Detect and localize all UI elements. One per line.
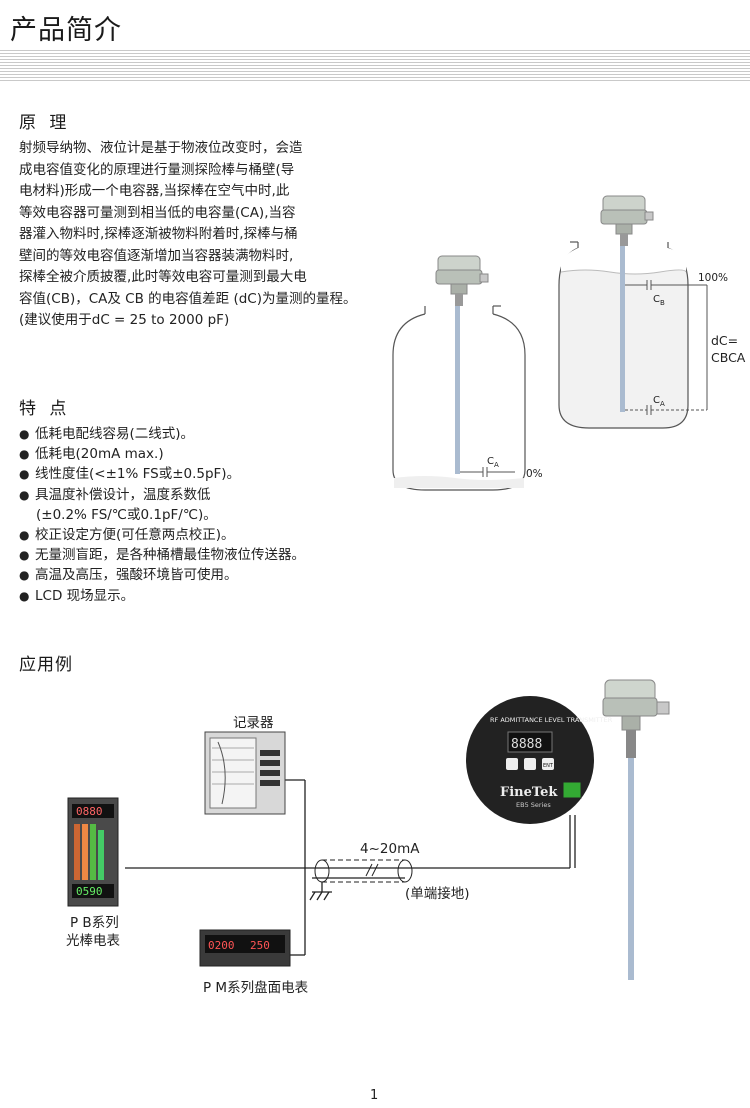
dc-formula-line2: CBCA	[711, 350, 746, 365]
feature-item: ●校正设定方便(可任意两点校正)。	[19, 525, 305, 545]
pb-series-label: P B系列	[70, 915, 119, 931]
empty-level-label: 0%	[526, 468, 543, 480]
principle-line: (建议使用于dC = 25 to 2000 pF)	[19, 312, 230, 328]
dc-formula-line1: dC=	[711, 333, 738, 348]
principle-line: 电材料)形成一个电容器,当探棒在空气中时,此	[19, 183, 290, 199]
pb-bottom-display: 0590	[76, 885, 103, 898]
principle-line: 探棒全被介质披覆,此时等效电容可量测到最大电	[19, 269, 307, 285]
brand-logo: FineTek	[500, 785, 558, 800]
bullet: ●	[19, 427, 30, 441]
svg-text:ENT: ENT	[543, 763, 554, 769]
pm-panel-meter: 0200 250	[199, 929, 291, 967]
pm-display-right: 250	[250, 939, 270, 952]
capacitor-ca-right	[625, 405, 707, 415]
model-label: EB5 Series	[516, 801, 551, 809]
feature-item: ●无量测盲距，是各种桶槽最佳物液位传送器。	[19, 545, 305, 565]
features-heading: 特 点	[19, 399, 71, 419]
principle-line: 成电容值变化的原理进行量测探险棒与桶壁(导	[19, 161, 295, 178]
feature-item: ●具温度补偿设计，温度系数低	[19, 485, 305, 505]
bullet: ●	[19, 487, 30, 502]
capacitor-cb	[625, 280, 707, 290]
ground-icon	[309, 882, 332, 901]
ca-label-right: CA	[653, 395, 665, 408]
probe-left	[435, 255, 489, 474]
features-list: ●低耗电配线容易(二线式)。 ●低耗电(20mA max.) ●线性度佳(<±1…	[19, 424, 305, 606]
bullet: ●	[19, 467, 30, 482]
shielded-cable	[314, 859, 413, 883]
rf-transmitter: 8888 ENT RF ADMITTANCE LEVEL TRANSMITTER…	[466, 696, 613, 824]
feature-item: ●LCD 现场显示。	[19, 586, 305, 606]
full-level-label: 100%	[698, 272, 728, 284]
principle-heading: 原 理	[19, 113, 71, 133]
empty-tank	[392, 305, 526, 491]
pb-bargraph-meter: 0880 0590	[67, 797, 119, 907]
principle-paragraph: 射频导纳物、液位计是基于物液位改变时，会造 成电容值变化的原理进行量测探险棒与桶…	[19, 138, 389, 332]
pb-top-display: 0880	[76, 805, 103, 818]
feature-item: ●高温及高压，强酸环境皆可使用。	[19, 565, 305, 585]
application-heading: 应用例	[19, 655, 73, 675]
ground-label: (单端接地)	[405, 886, 470, 902]
cb-label: CB	[653, 294, 665, 307]
title-divider-stripes	[0, 50, 750, 82]
feature-item-continuation: (±0.2% FS/℃或0.1pF/℃)。	[36, 506, 217, 523]
principle-line: 器灌入物料时,探棒逐渐被物料附着时,探棒与桶	[19, 226, 298, 242]
principle-line: 容值(CB)，CA及 CB 的电容值差距 (dC)为量测的量程。	[19, 290, 357, 307]
probe-right	[600, 195, 654, 412]
feature-item: ●线性度佳(<±1% FS或±0.5pF)。	[19, 464, 305, 484]
principle-line: 射频导纳物、液位计是基于物液位改变时，会造	[19, 140, 303, 156]
pb-meter-label: 光棒电表	[66, 933, 120, 949]
bullet: ●	[19, 588, 30, 603]
transmitter-ring-text: RF ADMITTANCE LEVEL TRANSMITTER	[490, 716, 613, 724]
pm-series-label: P M系列盘面电表	[203, 980, 309, 996]
page-title: 产品简介	[10, 15, 122, 46]
feature-item: ●低耗电(20mA max.)	[19, 444, 305, 464]
signal-label: 4~20mA	[360, 841, 420, 857]
probe-assembly	[602, 679, 670, 980]
pm-display-left: 0200	[208, 939, 235, 952]
wiring	[125, 779, 576, 956]
bullet: ●	[19, 447, 30, 462]
transmitter-display: 8888	[511, 737, 542, 752]
bullet: ●	[19, 568, 30, 583]
capacitor-ca-left	[460, 467, 515, 477]
feature-item: ●低耗电配线容易(二线式)。	[19, 424, 305, 444]
bullet: ●	[19, 528, 30, 543]
bullet: ●	[19, 548, 30, 563]
chart-recorder	[204, 731, 286, 815]
ca-label-left: CA	[487, 456, 499, 469]
principle-diagram: CA 0% CB CA 100% dC= CBCA	[392, 195, 746, 491]
recorder-label: 记录器	[233, 715, 274, 731]
page-number: 1	[370, 1088, 379, 1103]
principle-line: 等效电容器可量测到相当低的电容量(CA),当容	[19, 204, 296, 221]
application-diagram: 0880 0590 0200 250 8888 ENT RF ADMITTANC…	[67, 679, 670, 980]
principle-line: 壁间的等效电容值逐渐增加当容器装满物料时,	[19, 247, 294, 264]
